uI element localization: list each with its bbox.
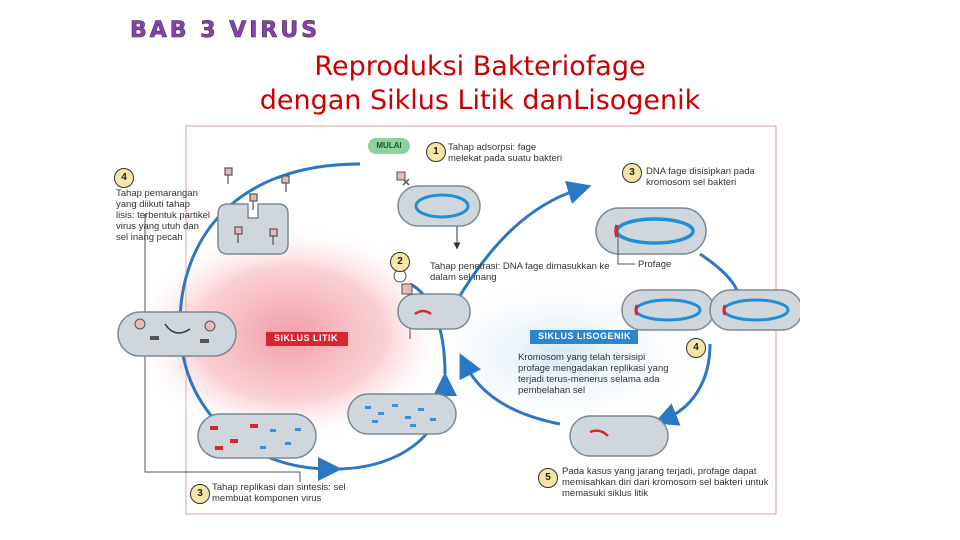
lyso-step-4-number: 4 — [686, 338, 706, 358]
prophage-label: Profage — [638, 259, 672, 270]
chapter-logo-text: BAB 3 VIRUS — [130, 18, 320, 43]
cell-division — [621, 289, 800, 331]
lysogenic-arrow-down — [653, 343, 712, 426]
cell-penetration — [393, 269, 471, 330]
start-label: MULAI — [368, 138, 410, 154]
lyso-step-3-text: DNA fage disisipkan pada kromosom sel ba… — [646, 166, 755, 188]
cell-replication — [347, 393, 457, 435]
step-3-number: 3 — [190, 484, 210, 504]
cell-synthesis — [197, 413, 317, 459]
lysogenic-note: Kromosom yang telah tersisipi profage me… — [518, 352, 669, 396]
step-2-text: Tahap penetrasi: DNA fage dimasukkan ke … — [430, 261, 610, 283]
step-3-text: Tahap replikasi dan sintesis: sel membua… — [212, 482, 346, 504]
step-4-text: Tahap pemarangan yang diikuti tahap lisi… — [116, 188, 210, 243]
lysogenic-cycle-label: SIKLUS LISOGENIK — [538, 331, 632, 341]
cell-excision — [569, 415, 669, 457]
cell-lysis — [217, 167, 290, 255]
lyso-step-5-number: 5 — [538, 468, 558, 488]
chapter-logo: BAB 3 VIRUS — [130, 18, 320, 44]
step-1-number: 1 — [426, 142, 446, 162]
step-1-text: Tahap adsorpsi: fage melekat pada suatu … — [448, 142, 563, 164]
step-4-number: 4 — [114, 168, 134, 188]
lytic-badge-bg — [266, 332, 348, 346]
lyso-step-5-text: Pada kasus yang jarang terjadi, profage … — [562, 466, 769, 499]
page-title-line1: Reproduksi Bakteriofage — [314, 51, 646, 82]
lysogenic-arrow-return — [459, 353, 561, 426]
diagram-graphics — [117, 125, 800, 515]
lytic-cycle-label: SIKLUS LITIK — [274, 333, 338, 343]
cell-adsorption — [396, 171, 481, 227]
prophage-pointer — [617, 236, 635, 265]
cell-assembly — [117, 311, 237, 357]
step-2-number: 2 — [390, 252, 410, 272]
cell-integration — [595, 207, 707, 255]
lyso-step-3-number: 3 — [622, 163, 642, 183]
lysogenic-arrow-top — [453, 180, 592, 305]
bacteriophage-cycle-diagram: MULAI SIKLUS LITIK SIKLUS LISOGENIK 1 2 … — [110, 124, 800, 519]
page-title-line2: dengan Siklus Litik danLisogenik — [259, 85, 701, 116]
lysogenic-badge-bg — [530, 330, 638, 344]
